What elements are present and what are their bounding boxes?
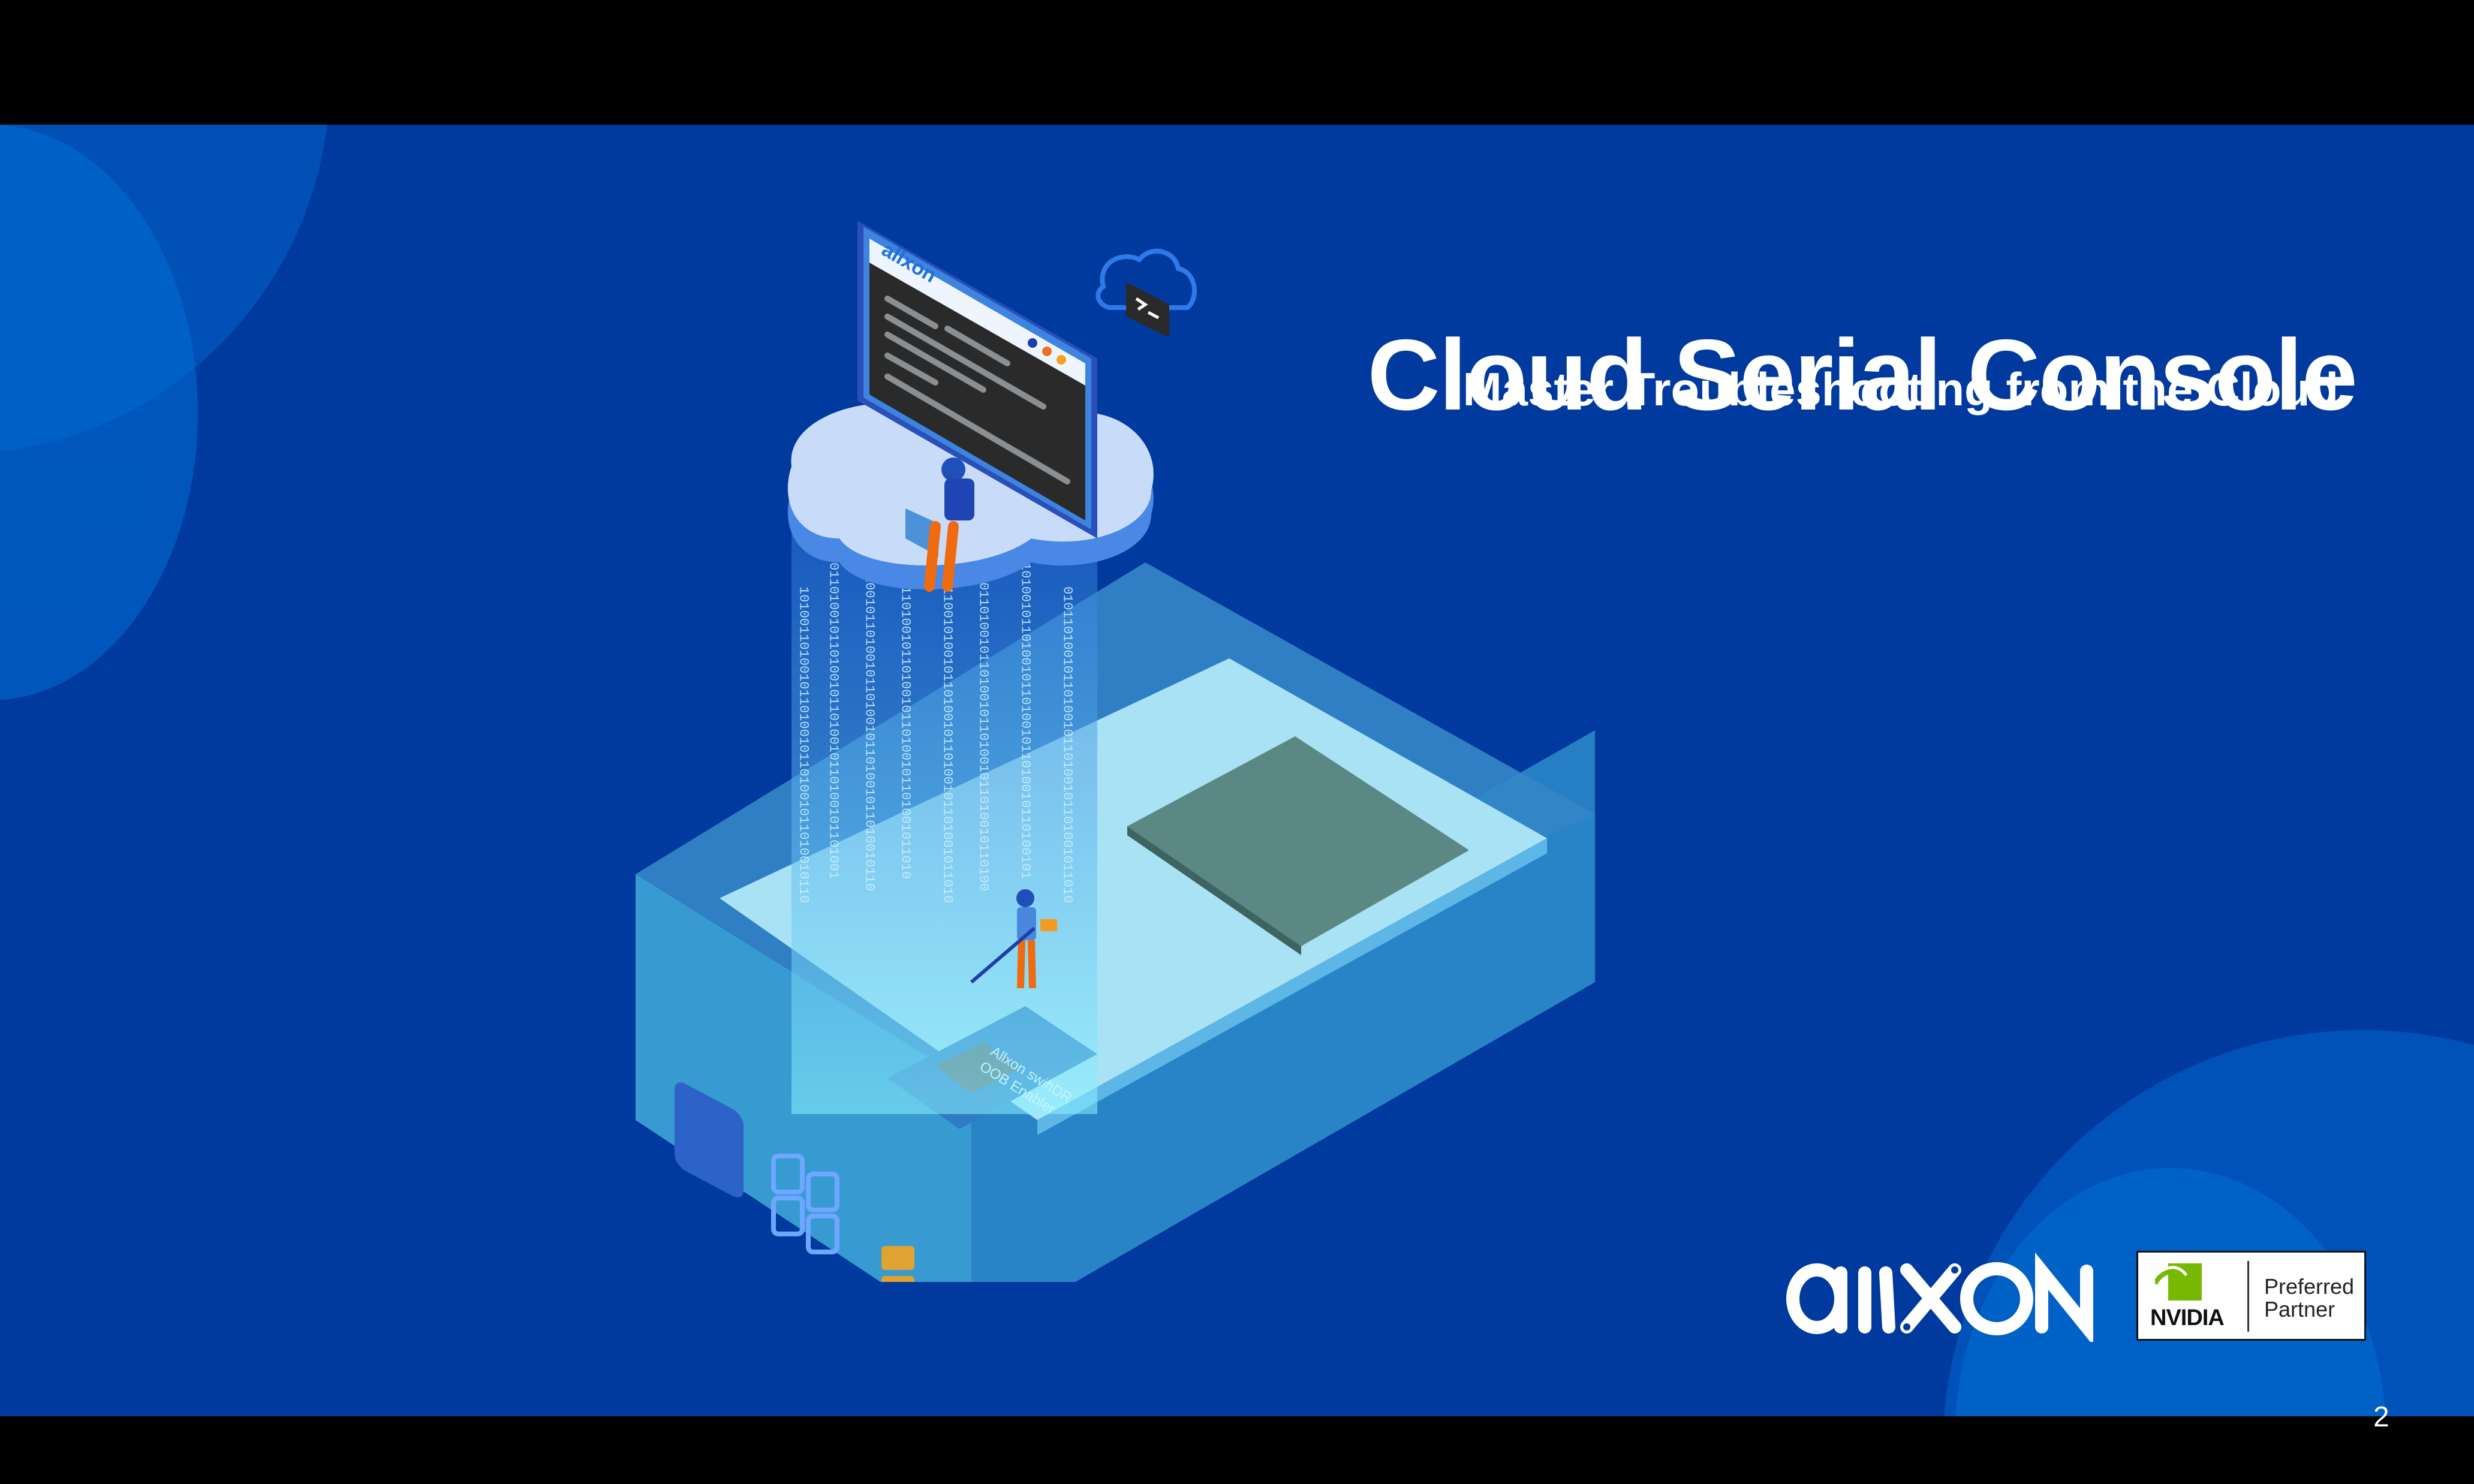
cloud-terminal-icon <box>1095 248 1197 338</box>
cloud-device-illustration: Allxon swiftDR OOB Enabler <box>636 221 1595 1282</box>
slide-page-number: 2 <box>2373 1401 2389 1433</box>
nvidia-wordmark: NVIDIA <box>2150 1305 2225 1331</box>
partner-line-2: Partner <box>2264 1297 2335 1322</box>
svg-text:011010010110100101101001011010: 0110100101101001011010010110100101101001 <box>826 562 841 879</box>
partner-tier-text: Preferred Partner <box>2264 1275 2354 1321</box>
svg-text:110010100101101001011010010110: 1100101001011010010110100101101001011010 <box>940 586 955 903</box>
technician-figure <box>970 889 1057 989</box>
svg-text:010110100101101001011010010110: 0101101001011010010110100101101001011010 <box>898 562 913 879</box>
svg-text:100101101001011010010110100101: 1001011010010110100101101001011010010110 <box>862 574 877 891</box>
svg-text:001101001011010010110100101101: 0011010010110100101101001011010010110100 <box>976 574 991 891</box>
processor-chip <box>1127 736 1469 955</box>
allxon-logo <box>1786 1252 2093 1342</box>
badge-divider <box>2247 1261 2249 1332</box>
letterbox-top <box>0 0 2474 125</box>
presentation-slide: Cloud Serial Console Master Troubleshoot… <box>0 125 2474 1416</box>
usb-ports <box>771 1154 839 1254</box>
slide-title: Cloud Serial Console <box>1367 318 2358 431</box>
binary-data-stream: 1010011010010110100101101001011010010110… <box>791 514 1097 1114</box>
slide-subtitle: Master Troubleshooting from the Cloud <box>1462 363 2338 416</box>
person-with-laptop <box>905 457 974 592</box>
partner-line-1: Preferred <box>2264 1274 2355 1299</box>
terminal-window: allxon <box>857 221 1097 538</box>
power-terminals <box>881 1246 914 1282</box>
svg-text:010110100101101001011010010110: 0101101001011010010110100101101001011010 <box>1060 586 1075 903</box>
device-box: Allxon swiftDR OOB Enabler <box>636 562 1595 1282</box>
nvidia-eye-icon <box>2155 1263 2202 1301</box>
letterbox-bottom <box>0 1416 2474 1484</box>
nvidia-preferred-partner-badge: NVIDIA Preferred Partner <box>2136 1251 2366 1341</box>
svg-text:101001101001011010010110100101: 1010011010010110100101101001011010010110 <box>796 586 811 903</box>
svg-text:101001011010010110100101101001: 1010010110100101101001011010010110100101 <box>1018 562 1033 879</box>
